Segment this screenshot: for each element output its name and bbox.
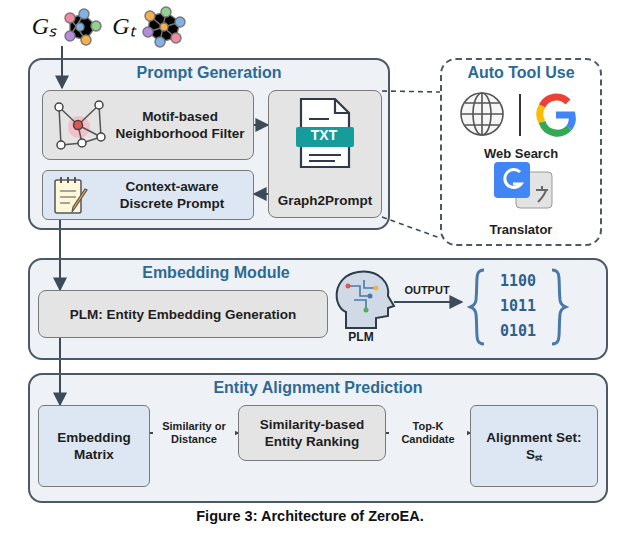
flow-arrow — [59, 220, 61, 290]
module-band: Prompt GenerationMotif-based Neighborhoo… — [28, 58, 390, 230]
band-fill — [29, 259, 607, 359]
box-label: Graph2Prompt — [278, 192, 373, 209]
edge-label: Similarity or Distance — [153, 419, 235, 447]
module-title: Prompt Generation — [30, 63, 388, 83]
graph-symbol: Gₜ — [106, 8, 142, 41]
graph-icon — [143, 7, 185, 47]
node-icon — [51, 174, 91, 220]
band-fill — [29, 374, 607, 502]
graph-icon — [65, 9, 101, 45]
output-arrow — [394, 301, 462, 303]
node-icon — [51, 97, 109, 157]
figure-caption: Figure 3: Architecture of ZeroEA. — [0, 508, 620, 524]
box-label: PLM: Entity Embedding Generation — [70, 306, 297, 323]
band-fill — [29, 59, 389, 229]
input-arrow — [61, 46, 63, 88]
process-box: Embedding Matrix — [38, 405, 150, 487]
box-label: Motif-based Neighborhood Filter — [115, 108, 245, 142]
bit-row: 1100 — [486, 272, 550, 291]
box-label: Context-aware Discrete Prompt — [99, 178, 245, 212]
process-box: PLM: Entity Embedding Generation — [38, 290, 328, 338]
bit-row: 0101 — [486, 322, 550, 341]
module-band: Entity Alignment PredictionEmbedding Mat… — [28, 373, 608, 503]
plm-head-icon — [337, 272, 394, 328]
tool-name: Web Search — [440, 146, 602, 161]
file-type: TXT — [294, 126, 354, 144]
icon-label: PLM — [336, 330, 386, 344]
flow-arrow — [59, 338, 61, 405]
edge-label: Top-K Candidate — [389, 419, 467, 447]
box-label: Alignment Set: Sₛₜ — [477, 429, 591, 463]
module-title: Auto Tool Use — [442, 63, 600, 83]
brace-right — [552, 270, 566, 344]
graph-symbol: Gₛ — [26, 8, 62, 41]
tool-name: Translator — [440, 222, 602, 237]
brace-left — [470, 270, 484, 344]
result-box: Alignment Set: Sₛₜ — [470, 405, 598, 487]
flow-arrow — [254, 193, 268, 195]
process-box: Motif-based Neighborhood Filter — [42, 90, 254, 160]
arrow-label: OUTPUT — [394, 284, 460, 296]
process-box: Graph2Prompt — [268, 90, 382, 218]
module-title: Embedding Module — [30, 263, 402, 283]
process-box: Context-aware Discrete Prompt — [42, 170, 254, 220]
module-title: Entity Alignment Prediction — [30, 378, 606, 398]
callout-connector — [382, 91, 440, 238]
process-box: Similarity-based Entity Ranking — [238, 405, 386, 461]
box-label: Similarity-based Entity Ranking — [245, 416, 379, 450]
flow-arrow — [254, 124, 268, 126]
bit-row: 1011 — [486, 297, 550, 316]
box-label: Embedding Matrix — [45, 429, 143, 463]
